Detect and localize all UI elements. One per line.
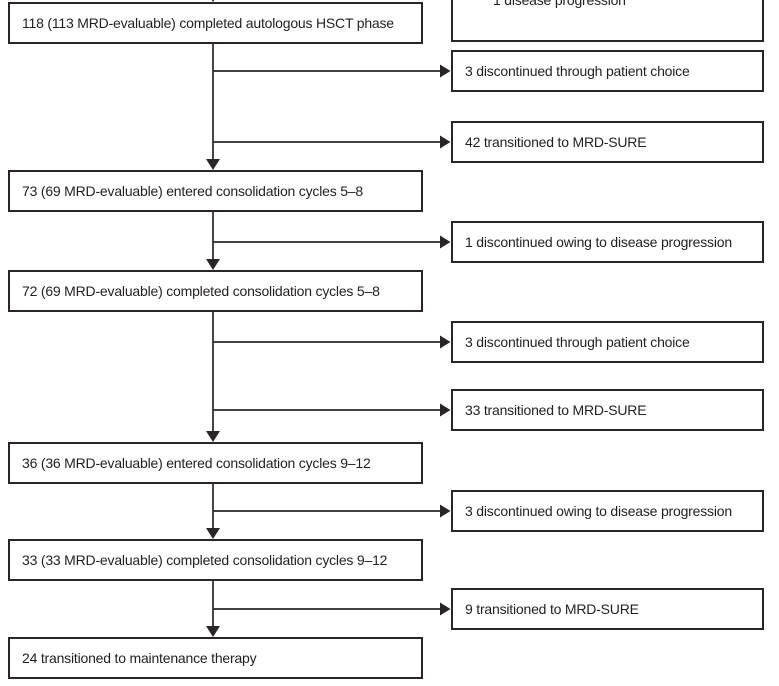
arrow-right-icon bbox=[440, 403, 451, 417]
box-completed-hsct-phase: 118 (113 MRD-evaluable) completed autolo… bbox=[8, 2, 423, 44]
arrow-right-icon bbox=[440, 602, 451, 616]
box-label: 33 (33 MRD-evaluable) completed consolid… bbox=[22, 552, 388, 568]
box-label: 1 discontinued owing to disease progress… bbox=[465, 234, 732, 250]
arrow-down-icon bbox=[211, 0, 215, 2]
box-transitioned-mrd-sure-9: 9 transitioned to MRD-SURE bbox=[451, 588, 764, 630]
box-discontinued-patient-choice-2: 3 discontinued through patient choice bbox=[451, 321, 764, 363]
arrow-right-icon bbox=[440, 335, 451, 349]
box-label: 118 (113 MRD-evaluable) completed autolo… bbox=[22, 15, 394, 31]
box-maintenance-therapy: 24 transitioned to maintenance therapy bbox=[8, 637, 423, 679]
box-transitioned-mrd-sure-33: 33 transitioned to MRD-SURE bbox=[451, 389, 764, 431]
box-completed-cycles-9-12: 33 (33 MRD-evaluable) completed consolid… bbox=[8, 539, 423, 581]
arrow-down-icon bbox=[206, 431, 220, 442]
box-label: 72 (69 MRD-evaluable) completed consolid… bbox=[22, 283, 380, 299]
box-label: 42 transitioned to MRD-SURE bbox=[465, 134, 647, 150]
box-label: 3 discontinued owing to disease progress… bbox=[465, 503, 732, 519]
arrow-down-icon bbox=[206, 528, 220, 539]
arrow-right-icon bbox=[440, 135, 451, 149]
arrow-down-icon bbox=[206, 159, 220, 170]
box-label: 36 (36 MRD-evaluable) entered consolidat… bbox=[22, 455, 371, 471]
box-label: 3 discontinued through patient choice bbox=[465, 63, 690, 79]
box-label: 3 discontinued through patient choice bbox=[465, 334, 690, 350]
arrow-down-icon bbox=[206, 626, 220, 637]
box-entered-cycles-9-12: 36 (36 MRD-evaluable) entered consolidat… bbox=[8, 442, 423, 484]
box-entered-cycles-5-8: 73 (69 MRD-evaluable) entered consolidat… bbox=[8, 170, 423, 212]
box-discontinued-patient-choice-1: 3 discontinued through patient choice bbox=[451, 50, 764, 92]
box-discontinued-progression-3: 3 discontinued owing to disease progress… bbox=[451, 490, 764, 532]
box-label: 1 disease progression bbox=[493, 0, 626, 8]
arrow-right-icon bbox=[440, 64, 451, 78]
box-disease-progression-partial: 1 disease progression bbox=[451, 0, 764, 42]
box-label: 9 transitioned to MRD-SURE bbox=[465, 601, 639, 617]
box-discontinued-progression-1: 1 discontinued owing to disease progress… bbox=[451, 221, 764, 263]
arrow-right-icon bbox=[440, 504, 451, 518]
box-transitioned-mrd-sure-42: 42 transitioned to MRD-SURE bbox=[451, 121, 764, 163]
box-completed-cycles-5-8: 72 (69 MRD-evaluable) completed consolid… bbox=[8, 270, 423, 312]
box-label: 33 transitioned to MRD-SURE bbox=[465, 402, 647, 418]
arrow-down-icon bbox=[206, 259, 220, 270]
arrow-right-icon bbox=[440, 235, 451, 249]
box-label: 73 (69 MRD-evaluable) entered consolidat… bbox=[22, 183, 363, 199]
box-label: 24 transitioned to maintenance therapy bbox=[22, 650, 257, 666]
